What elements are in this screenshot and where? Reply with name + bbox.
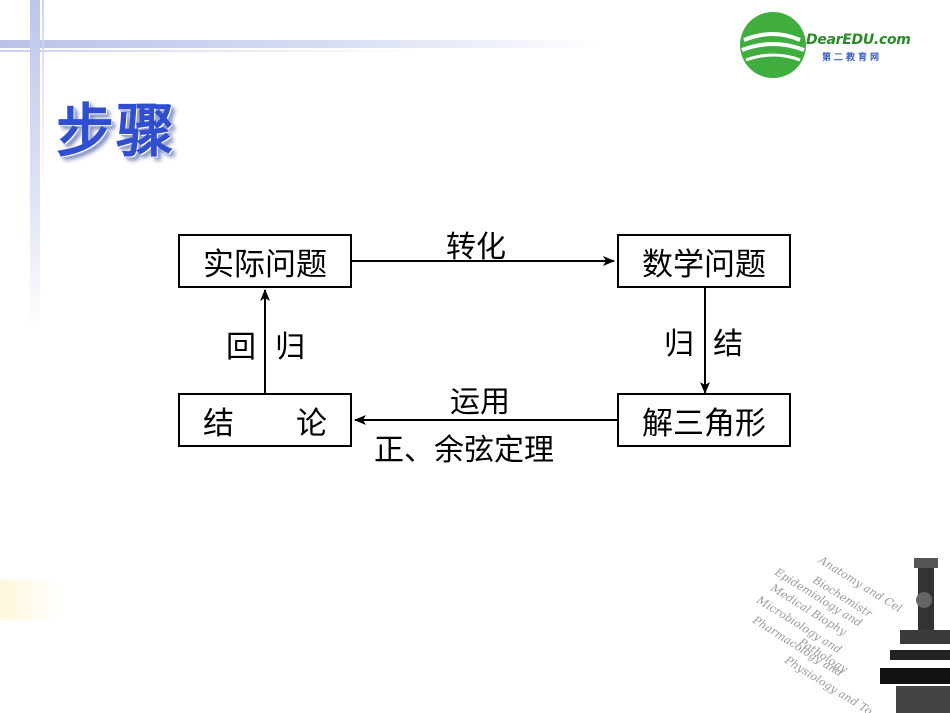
node-math-problem: 数学问题 xyxy=(617,234,791,288)
decorative-vertical-line xyxy=(30,0,40,330)
decorative-horizontal-line xyxy=(0,40,600,48)
edge-label-return: 回 归 xyxy=(226,330,306,365)
slide-title: 步骤 xyxy=(56,97,177,165)
edge-label-apply-line2: 正、余弦定理 xyxy=(374,433,554,468)
logo-subtitle: 第二教育网 xyxy=(822,53,883,63)
edge-label-summarize: 归 结 xyxy=(664,327,744,362)
decorative-vertical-line-thin xyxy=(42,0,44,200)
node-conclusion: 结 论 xyxy=(178,393,352,447)
decorative-horizontal-line-thin xyxy=(0,50,430,52)
decorative-corner-glow xyxy=(0,580,60,620)
edge-label-apply-line1: 运用 xyxy=(450,385,510,420)
node-real-problem: 实际问题 xyxy=(178,234,352,288)
logo-text: DearEDU.com xyxy=(806,32,911,48)
microscope-icon xyxy=(880,558,950,713)
decorative-books-microscope: Anatomy and Cel Biochemistr Epidemiology… xyxy=(750,553,950,713)
edge-label-transform: 转化 xyxy=(446,230,506,265)
node-solve-triangle: 解三角形 xyxy=(617,393,791,447)
dearedu-logo xyxy=(740,12,806,78)
